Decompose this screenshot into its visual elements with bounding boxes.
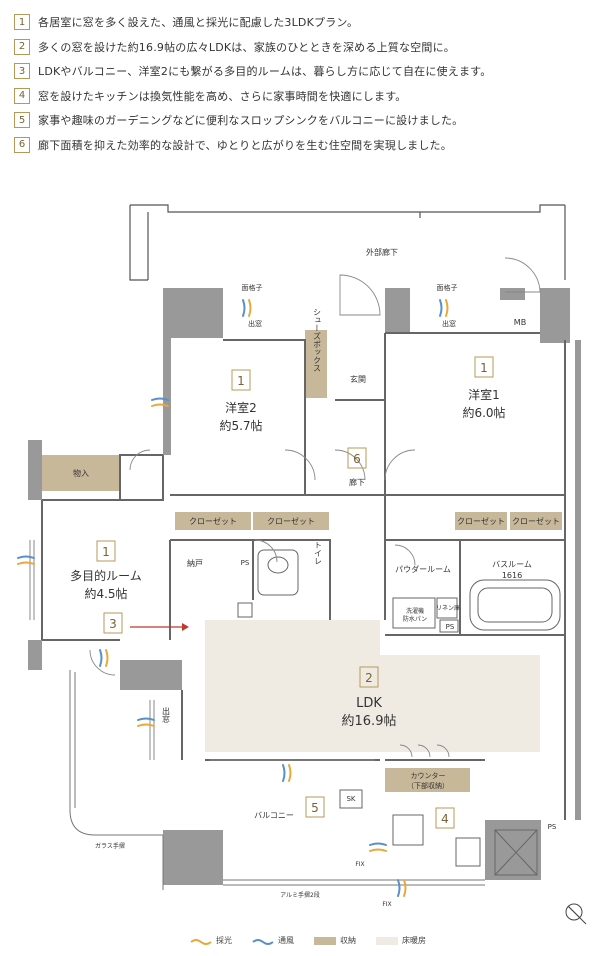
grille-label: 面格子 <box>242 283 263 292</box>
feature-item: 6 廊下面積を抑えた効率的な設計で、ゆとりと広がりを生む住空間を実現しました。 <box>14 133 604 158</box>
compass-icon <box>565 903 587 925</box>
storage-fill <box>42 330 562 792</box>
feature-text: 多くの窓を設けた約16.9帖の広々LDKは、家族のひとときを深める上質な空間に。 <box>38 40 455 54</box>
fix-label: FIX <box>382 901 391 908</box>
room-number: 1 <box>480 361 488 375</box>
counter-label: カウンター（下部収納） <box>407 771 449 790</box>
room-number-box <box>435 807 455 829</box>
legend-label: 床暖房 <box>402 936 426 945</box>
washer-label: 洗濯機防水パン <box>403 607 427 623</box>
room-name: 洋室1 <box>468 387 500 402</box>
feature-number: 6 <box>14 136 30 153</box>
closet-label: クローゼット <box>457 516 505 526</box>
feature-text: 廊下面積を抑えた効率的な設計で、ゆとりと広がりを生む住空間を実現しました。 <box>38 138 452 152</box>
room-name: 多目的ルーム <box>70 568 142 583</box>
feature-text: 窓を設けたキッチンは換気性能を高め、さらに家事時間を快適にします。 <box>38 89 407 103</box>
bath-size: 1616 <box>502 571 522 580</box>
feature-number: 5 <box>14 112 30 129</box>
room-number: 6 <box>353 452 361 466</box>
outer-corridor-label: 外部廊下 <box>366 247 398 257</box>
legend-item: 床暖房 <box>376 935 426 946</box>
floor-heating-area <box>205 620 540 752</box>
room-number: 4 <box>441 812 449 826</box>
legend-item: 通風 <box>252 935 294 946</box>
room-name: 洋室2 <box>225 400 257 415</box>
light-swatch-icon <box>190 938 212 945</box>
hall-label: 廊下 <box>349 477 365 487</box>
room-size: 約5.7帖 <box>219 418 262 433</box>
bay-window-label: 出窓 <box>162 706 171 723</box>
grille-label: 面格子 <box>437 283 458 292</box>
room-size: 約4.5帖 <box>84 586 127 601</box>
mb-label: MB <box>514 318 526 327</box>
room-number-box <box>103 612 123 634</box>
ps-label: PS <box>548 823 557 831</box>
wind-swatch-icon <box>252 938 274 945</box>
arrow-right-icon <box>130 623 189 631</box>
floor-heating-swatch <box>376 936 398 945</box>
nando-label: 納戸 <box>187 558 203 568</box>
toilet-label: トイレ <box>314 541 323 565</box>
legend-label: 通風 <box>278 936 294 945</box>
sk-label: SK <box>346 795 355 803</box>
alu-rail-label: アルミ手摺2段 <box>280 891 320 899</box>
bay-window-label: 出窓 <box>442 319 456 328</box>
feature-item: 2 多くの窓を設けた約16.9帖の広々LDKは、家族のひとときを深める上質な空間に… <box>14 35 604 60</box>
room-number: 2 <box>365 671 373 685</box>
bay-window-label: 出窓 <box>248 319 262 328</box>
room-number-box <box>347 447 367 469</box>
entrance-label: 玄関 <box>350 374 366 384</box>
storage-swatch <box>314 936 336 945</box>
feature-item: 4 窓を設けたキッチンは換気性能を高め、さらに家事時間を快適にします。 <box>14 84 604 109</box>
feature-number: 4 <box>14 87 30 104</box>
feature-item: 3 LDKやバルコニー、洋室2にも繋がる多目的ルームは、暮らし方に応じて自在に使え… <box>14 59 604 84</box>
room-number: 5 <box>311 801 319 815</box>
room-number: 3 <box>109 617 117 631</box>
feature-number: 2 <box>14 38 30 55</box>
closet-label: クローゼット <box>189 516 237 526</box>
room-number-box <box>359 666 379 688</box>
balcony-label: バルコニー <box>254 811 294 820</box>
room-number: 1 <box>102 545 110 559</box>
legend-label: 採光 <box>216 936 232 945</box>
ps-label: PS <box>241 559 250 567</box>
room-number-box <box>474 356 494 378</box>
feature-text: LDKやバルコニー、洋室2にも繋がる多目的ルームは、暮らし方に応じて自在に使えま… <box>38 65 492 79</box>
closet-label: クローゼット <box>512 516 560 526</box>
feature-number: 1 <box>14 14 30 31</box>
feature-number: 3 <box>14 63 30 80</box>
ps-label: PS <box>446 623 455 631</box>
legend-item: 収納 <box>314 935 356 946</box>
room-size: 約16.9帖 <box>342 714 397 729</box>
room-number: 1 <box>237 374 245 388</box>
storage-label: 物入 <box>73 468 89 478</box>
feature-list: 1 各居室に窓を多く設えた、通風と採光に配慮した3LDKプラン。 2 多くの窓を設け… <box>14 10 604 157</box>
room-number-box <box>305 796 325 818</box>
feature-text: 各居室に窓を多く設えた、通風と採光に配慮した3LDKプラン。 <box>38 16 359 30</box>
room-size: 約6.0帖 <box>462 405 505 420</box>
feature-item: 1 各居室に窓を多く設えた、通風と採光に配慮した3LDKプラン。 <box>14 10 604 35</box>
legend-label: 収納 <box>340 936 356 945</box>
feature-item: 5 家事や趣味のガーデニングなどに便利なスロップシンクをバルコニーに設けました。 <box>14 108 604 133</box>
powder-room-label: パウダールーム <box>395 564 451 574</box>
fix-label: FIX <box>355 861 364 868</box>
closet-label: クローゼット <box>267 516 315 526</box>
shoebox-label: シューズボックス <box>313 308 322 372</box>
room-number-box <box>96 540 116 562</box>
feature-text: 家事や趣味のガーデニングなどに便利なスロップシンクをバルコニーに設けました。 <box>38 114 464 128</box>
legend: 採光 通風 収納 床暖房 <box>190 935 440 946</box>
legend-item: 採光 <box>190 935 232 946</box>
linen-label: リネン庫 <box>436 604 460 612</box>
room-name: LDK <box>356 696 382 711</box>
glass-rail-label: ガラス手摺 <box>95 842 125 850</box>
bath-label: バスルーム <box>492 560 532 569</box>
wall <box>28 288 581 885</box>
room-number-box <box>231 369 251 391</box>
